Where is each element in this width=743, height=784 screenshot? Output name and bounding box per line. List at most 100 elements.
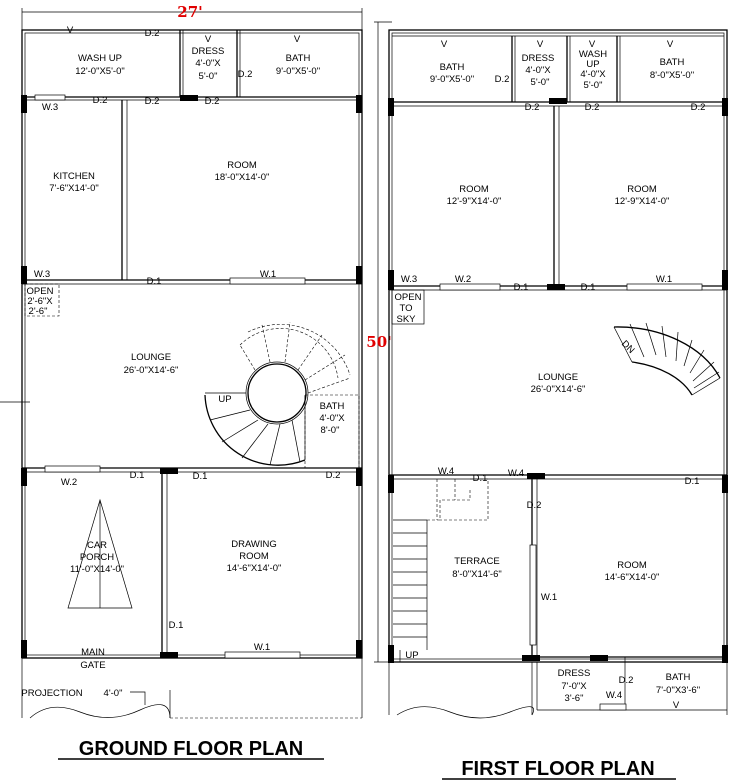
tag-d1: D.1 bbox=[169, 620, 184, 631]
ground-outer-wall bbox=[21, 29, 363, 659]
wash-up-size-1: 4'-0"X bbox=[580, 69, 606, 80]
kitchen-size: 7'-6"X14'-0" bbox=[49, 183, 98, 194]
stair-up-label: UP bbox=[218, 394, 231, 405]
main-gate-line-2: GATE bbox=[80, 660, 105, 671]
tag-w4: W.4 bbox=[508, 468, 524, 479]
tag-d2: D.2 bbox=[326, 470, 341, 481]
bath2-name: BATH bbox=[666, 672, 691, 683]
tag-d1: D.1 bbox=[147, 276, 162, 287]
tag-w1: W.1 bbox=[541, 592, 557, 603]
room-left-name: ROOM bbox=[459, 184, 489, 195]
lounge-name: LOUNGE bbox=[538, 372, 578, 383]
bath2-size-2: 8'-0" bbox=[321, 425, 340, 436]
bath-right-size: 8'-0"X5'-0" bbox=[650, 70, 694, 81]
ground-bath2-outline bbox=[304, 394, 360, 469]
stair-up-label: UP bbox=[405, 650, 418, 661]
terrace-size: 8'-0"X14'-6" bbox=[452, 569, 501, 580]
dress-name: DRESS bbox=[522, 53, 555, 64]
tag-v: V bbox=[667, 39, 674, 50]
ground-floor-plan: 27' bbox=[0, 3, 363, 760]
terrace-stair bbox=[393, 478, 489, 662]
tag-d1: D.1 bbox=[685, 476, 700, 487]
first-floor-plan: 50' bbox=[366, 21, 728, 780]
first-spiral-stair bbox=[613, 322, 721, 396]
tag-d1: D.1 bbox=[473, 473, 488, 484]
tag-w3: W.3 bbox=[42, 102, 58, 113]
open-line-3: 2'-6" bbox=[29, 306, 48, 317]
tag-d1: D.1 bbox=[581, 282, 596, 293]
tag-d2: D.2 bbox=[145, 96, 160, 107]
car-porch-size: 11'-0"X14'-0" bbox=[70, 564, 124, 575]
tag-w3: W.3 bbox=[34, 269, 50, 280]
dress2-size-1: 7'-0"X bbox=[561, 681, 587, 692]
room-size: 18'-0"X14'-0" bbox=[215, 172, 270, 183]
bath-name: BATH bbox=[286, 53, 311, 64]
wash-up-name: WASH UP bbox=[78, 53, 122, 64]
room-name: ROOM bbox=[227, 160, 257, 171]
terrace-name: TERRACE bbox=[454, 556, 499, 567]
tag-w4: W.4 bbox=[606, 690, 622, 701]
car-porch-line-2: PORCH bbox=[80, 552, 114, 563]
drawing-room-line-2: ROOM bbox=[239, 551, 269, 562]
tag-d2: D.2 bbox=[145, 28, 160, 39]
tag-d2: D.2 bbox=[495, 74, 510, 85]
tag-d2: D.2 bbox=[691, 102, 706, 113]
tag-d2: D.2 bbox=[93, 95, 108, 106]
tag-v: V bbox=[294, 34, 301, 45]
tag-w1: W.1 bbox=[254, 642, 270, 653]
tag-v: V bbox=[441, 39, 448, 50]
room-right-name: ROOM bbox=[627, 184, 657, 195]
tag-w3: W.3 bbox=[401, 274, 417, 285]
open-line-2: 2'-6"X bbox=[27, 296, 53, 307]
tag-d2: D.2 bbox=[619, 675, 634, 686]
open-to-sky-line-1: OPEN bbox=[395, 292, 422, 303]
dress-size-2: 5'-0" bbox=[531, 77, 550, 88]
tag-d2: D.2 bbox=[205, 96, 220, 107]
ground-floor-title: GROUND FLOOR PLAN bbox=[79, 738, 303, 760]
tag-d1: D.1 bbox=[514, 282, 529, 293]
open-shaft bbox=[24, 283, 60, 317]
kitchen-name: KITCHEN bbox=[53, 171, 95, 182]
dress-size-2: 5'-0" bbox=[199, 71, 218, 82]
stair-down-label: DN bbox=[619, 338, 637, 356]
tag-d2: D.2 bbox=[238, 69, 253, 80]
lounge-size: 26'-0"X14'-6" bbox=[531, 384, 586, 395]
room-front-name: ROOM bbox=[617, 560, 647, 571]
tag-w4: W.4 bbox=[438, 466, 454, 477]
tag-v: V bbox=[205, 34, 212, 45]
tag-d2: D.2 bbox=[585, 102, 600, 113]
tag-d2: D.2 bbox=[525, 102, 540, 113]
bath2-size: 7'-0"X3'-6" bbox=[656, 685, 700, 696]
room-left-size: 12'-9"X14'-0" bbox=[447, 196, 502, 207]
ground-spiral-stair bbox=[204, 321, 351, 466]
bath2-name: BATH bbox=[320, 401, 345, 412]
drawing-room-line-1: DRAWING bbox=[231, 539, 277, 550]
bath-left-size: 9'-0"X5'-0" bbox=[430, 74, 474, 85]
dress-size-1: 4'-0"X bbox=[195, 58, 221, 69]
open-to-sky-line-2: TO bbox=[399, 303, 412, 314]
wash-up-line-2: UP bbox=[586, 59, 599, 70]
tag-d2: D.2 bbox=[527, 500, 542, 511]
tag-v: V bbox=[67, 25, 74, 36]
open-to-sky-line-3: SKY bbox=[396, 314, 416, 325]
room-right-size: 12'-9"X14'-0" bbox=[615, 196, 670, 207]
dress2-name: DRESS bbox=[558, 668, 591, 679]
first-floor-title: FIRST FLOOR PLAN bbox=[461, 758, 654, 780]
car-porch-line-1: CAR bbox=[87, 540, 107, 551]
tag-w2: W.2 bbox=[61, 477, 77, 488]
room-front-size: 14'-6"X14'-0" bbox=[605, 572, 660, 583]
tag-v: V bbox=[673, 700, 680, 711]
projection-value: 4'-0" bbox=[104, 688, 123, 699]
first-outer-wall bbox=[388, 29, 728, 663]
wash-up-size-2: 5'-0" bbox=[584, 80, 603, 91]
width-dimension-label: 27' bbox=[177, 3, 202, 21]
open-line-1: OPEN bbox=[27, 286, 54, 297]
dress-name: DRESS bbox=[192, 46, 225, 57]
tag-w1: W.1 bbox=[260, 269, 276, 280]
lounge-size: 26'-0"X14'-6" bbox=[124, 365, 179, 376]
bath2-size-1: 4'-0"X bbox=[319, 413, 345, 424]
drawing-room-size: 14'-6"X14'-0" bbox=[227, 563, 282, 574]
bath-left-name: BATH bbox=[440, 62, 465, 73]
main-gate-line-1: MAIN bbox=[81, 647, 105, 658]
